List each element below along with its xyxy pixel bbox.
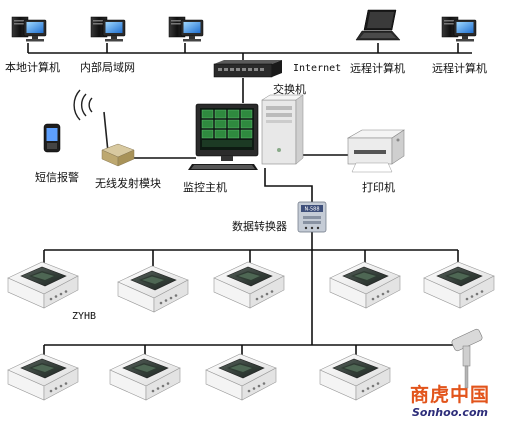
mobile-phone-icon	[43, 123, 61, 153]
converter-face-label: N-588	[304, 207, 319, 213]
watermark: 商虎中国 Sonhoo.com	[400, 384, 500, 419]
monitoring-host-icon	[188, 94, 304, 170]
label-internet: Internet	[293, 63, 342, 74]
local-computer-icon	[11, 16, 47, 42]
sensor-device	[319, 353, 391, 401]
label-remote-computer-1: 远程计算机	[350, 62, 405, 75]
sensor-device	[329, 261, 401, 309]
sensor-device	[7, 261, 79, 309]
host-converter-line	[264, 168, 313, 202]
signal-waves-icon	[73, 89, 93, 121]
sensor-device	[423, 261, 495, 309]
data-converter-icon: N-588	[297, 201, 327, 233]
printer-icon	[346, 129, 405, 173]
remote-computer-icon	[441, 16, 477, 42]
label-sms-alarm: 短信报警	[35, 171, 79, 184]
sensor-device	[117, 265, 189, 313]
connection-lines	[27, 43, 472, 355]
watermark-cn: 商虎中国	[409, 384, 490, 406]
label-remote-computer-2: 远程计算机	[432, 62, 487, 75]
probe-sensor-icon	[451, 328, 483, 389]
label-monitoring-host: 监控主机	[183, 181, 227, 194]
wireless-module-icon	[73, 89, 135, 167]
label-device-model: ZYHB	[72, 311, 97, 322]
sensor-device	[109, 353, 181, 401]
label-switch: 交换机	[273, 83, 306, 96]
label-data-converter: 数据转换器	[232, 220, 287, 233]
label-printer: 打印机	[362, 181, 395, 194]
sensor-device	[7, 353, 79, 401]
laptop-icon	[355, 9, 401, 41]
lan-computer-icon	[90, 16, 126, 42]
sensor-device	[205, 353, 277, 401]
label-lan: 内部局域网	[80, 61, 135, 74]
watermark-en: Sonhoo.com	[412, 406, 488, 419]
switch-icon	[213, 60, 282, 78]
label-wireless-module: 无线发射模块	[95, 177, 161, 190]
label-local-computer: 本地计算机	[5, 61, 60, 74]
lan-computer-2-icon	[168, 16, 204, 42]
sensor-device	[213, 261, 285, 309]
